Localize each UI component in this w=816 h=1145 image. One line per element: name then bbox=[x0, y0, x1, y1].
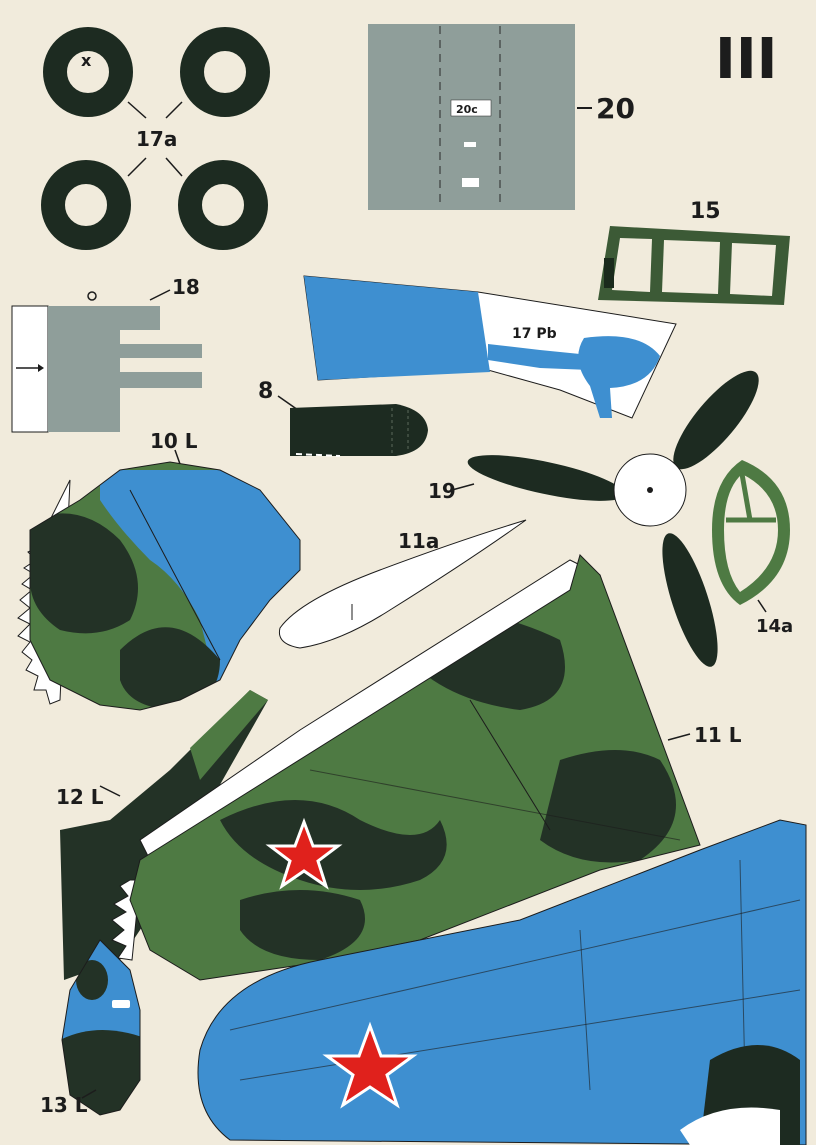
part-label-19: 19 bbox=[428, 479, 456, 503]
part-label-20: 20 bbox=[596, 92, 635, 125]
part-label-11l: 11 L bbox=[694, 723, 742, 747]
part-label-17pb: 17 Pb bbox=[512, 326, 557, 342]
part-label-11a: 11a bbox=[398, 529, 439, 553]
wheel-mark: x bbox=[81, 51, 92, 70]
part-10l-fin: 10 L bbox=[17, 429, 301, 711]
part-15-frame: 15 bbox=[598, 199, 790, 305]
part-20-panel: 20c 20 bbox=[368, 24, 635, 210]
part-8-spinner: 8 bbox=[258, 379, 428, 457]
part-14a-canopy: 14a bbox=[712, 460, 793, 637]
wheel-ring bbox=[178, 160, 268, 250]
part-label-13l: 13 L bbox=[40, 1093, 88, 1117]
part-17pb: 17 Pb bbox=[303, 275, 677, 419]
part-19-propeller: 19 bbox=[428, 370, 759, 667]
part-18-tab: 18 bbox=[11, 275, 202, 433]
part-label-20c: 20c bbox=[456, 103, 478, 116]
part-label-12l: 12 L bbox=[56, 785, 104, 809]
part-label-15: 15 bbox=[690, 199, 721, 224]
wheel-ring bbox=[41, 160, 131, 250]
blue-fuselage-part bbox=[197, 819, 807, 1145]
sheet-number: III bbox=[715, 27, 778, 92]
wheel-parts-17a: x 17a bbox=[41, 27, 270, 250]
part-label-8: 8 bbox=[258, 379, 273, 404]
part-label-14a: 14a bbox=[756, 616, 793, 637]
part-label-17a: 17a bbox=[136, 127, 177, 151]
part-11a-rib: 11a bbox=[278, 519, 527, 649]
part-label-18: 18 bbox=[172, 275, 200, 299]
wheel-ring bbox=[180, 27, 270, 117]
part-13l-nose: 13 L bbox=[40, 939, 141, 1117]
wheel-ring bbox=[43, 27, 133, 117]
part-label-10l: 10 L bbox=[150, 429, 198, 453]
